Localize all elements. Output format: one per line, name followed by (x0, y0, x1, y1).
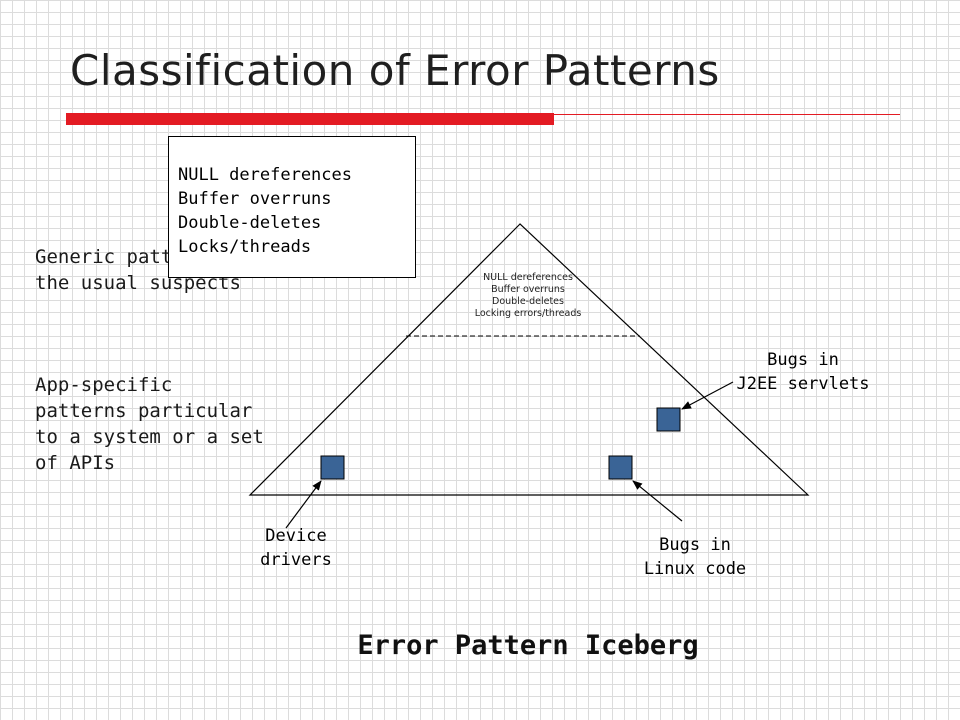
marker-linux-code (608, 455, 633, 480)
title-underline-bar (66, 113, 554, 125)
callout-line: Double-deletes (178, 213, 322, 233)
iceberg-tip-list: NULL dereferences Buffer overruns Double… (440, 272, 616, 320)
arrow-j2ee-servlets (681, 381, 734, 410)
iceberg-triangle (248, 223, 810, 496)
label-device-drivers: Device drivers (260, 526, 332, 570)
title-underline-rule (554, 114, 900, 115)
label-linux-code: Bugs in Linux code (643, 535, 747, 579)
iceberg-tip-item: NULL dereferences (483, 272, 573, 283)
marker-device-drivers (320, 455, 345, 480)
callout-line: Locks/threads (178, 237, 312, 257)
arrow-device-drivers (285, 480, 322, 529)
arrow-linux-code (632, 480, 683, 522)
callout-line: NULL dereferences (178, 165, 352, 185)
app-specific-patterns-text: App-specific patterns particular to a sy… (35, 374, 264, 474)
label-j2ee-servlets: Bugs in J2EE servlets (736, 350, 870, 394)
callout-line: Buffer overruns (178, 189, 332, 209)
marker-j2ee-servlets (656, 407, 681, 432)
slide-title: Classification of Error Patterns (70, 46, 720, 95)
diagram-caption: Error Pattern Iceberg (357, 630, 699, 661)
iceberg-tip-item: Double-deletes (492, 296, 564, 307)
generic-patterns-callout: NULL dereferences Buffer overruns Double… (168, 136, 416, 278)
iceberg-tip-item: Buffer overruns (491, 284, 565, 295)
iceberg-tip-item: Locking errors/threads (474, 308, 582, 319)
